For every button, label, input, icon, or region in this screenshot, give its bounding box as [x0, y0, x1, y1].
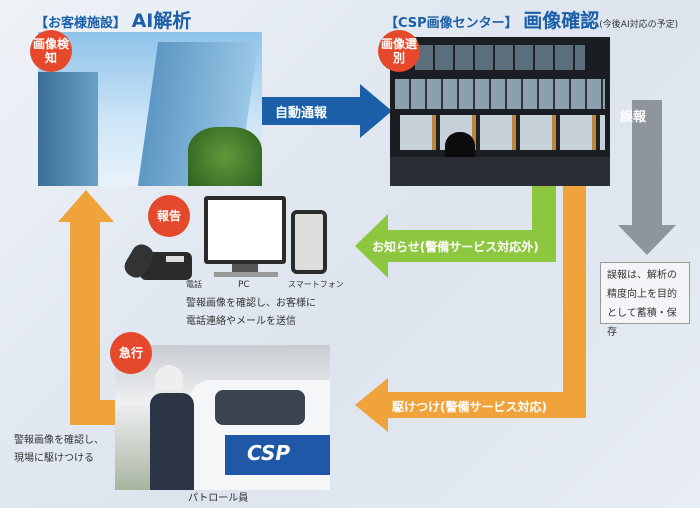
false-alarm-note: 誤報は、解析の精度向上を目的として蓄積・保存 [600, 262, 690, 338]
report-text-line: 警報画像を確認し、お客様に [186, 298, 316, 309]
left-title-main: AI解析 [131, 10, 192, 32]
control-room-photo [390, 37, 610, 186]
right-title: 【CSP画像センター】 画像確認(今後AI対応の予定) [385, 6, 678, 33]
right-title-main: 画像確認 [523, 10, 600, 32]
right-title-note: (今後AI対応の予定) [599, 20, 679, 30]
dispatch-text-line: 現場に駆けつける [14, 453, 94, 464]
phone-icon [120, 240, 194, 282]
smartphone-icon [291, 210, 327, 274]
pc-label: PC [238, 280, 250, 290]
auto-report-arrow [262, 84, 392, 138]
detect-badge: 画像検知 [30, 30, 72, 72]
notify-label: お知らせ(警備サービス対応外) [372, 240, 539, 254]
pc-icon [204, 196, 286, 264]
building-photo [38, 32, 262, 186]
phone-label: 電話 [186, 280, 202, 289]
left-title: 【お客様施設】 AI解析 [35, 6, 191, 33]
auto-report-label: 自動通報 [275, 106, 328, 121]
rush-label: 駆けつけ(警備サービス対応) [392, 400, 547, 414]
false-alarm-note-line: 誤報は、解析の [607, 270, 677, 281]
notify-arrow [355, 186, 556, 278]
rush-arrow [355, 186, 586, 432]
select-badge: 画像選別 [378, 30, 420, 72]
smartphone-label: スマートフォン [288, 280, 344, 289]
dispatch-text: 警報画像を確認し、現場に駆けつける [14, 432, 104, 468]
dispatch-badge: 急行 [110, 332, 152, 374]
false-alarm-label: 誤報 [620, 110, 647, 125]
report-text: 警報画像を確認し、お客様に電話連絡やメールを送信 [186, 295, 316, 331]
dispatch-return-arrow [58, 190, 120, 425]
report-badge: 報告 [148, 195, 190, 237]
report-text-line: 電話連絡やメールを送信 [186, 316, 296, 327]
right-title-bracket: 【CSP画像センター】 [385, 16, 518, 31]
patrol-caption: パトロール員 [188, 493, 249, 504]
left-title-bracket: 【お客様施設】 [35, 16, 127, 31]
false-alarm-note-line: として蓄積・保存 [607, 308, 677, 338]
van-logo: CSP [225, 435, 330, 475]
false-alarm-note-line: 精度向上を目的 [607, 289, 677, 300]
patrol-photo: CSP [115, 345, 330, 490]
false-alarm-arrow [618, 100, 676, 255]
dispatch-text-line: 警報画像を確認し、 [14, 435, 104, 446]
